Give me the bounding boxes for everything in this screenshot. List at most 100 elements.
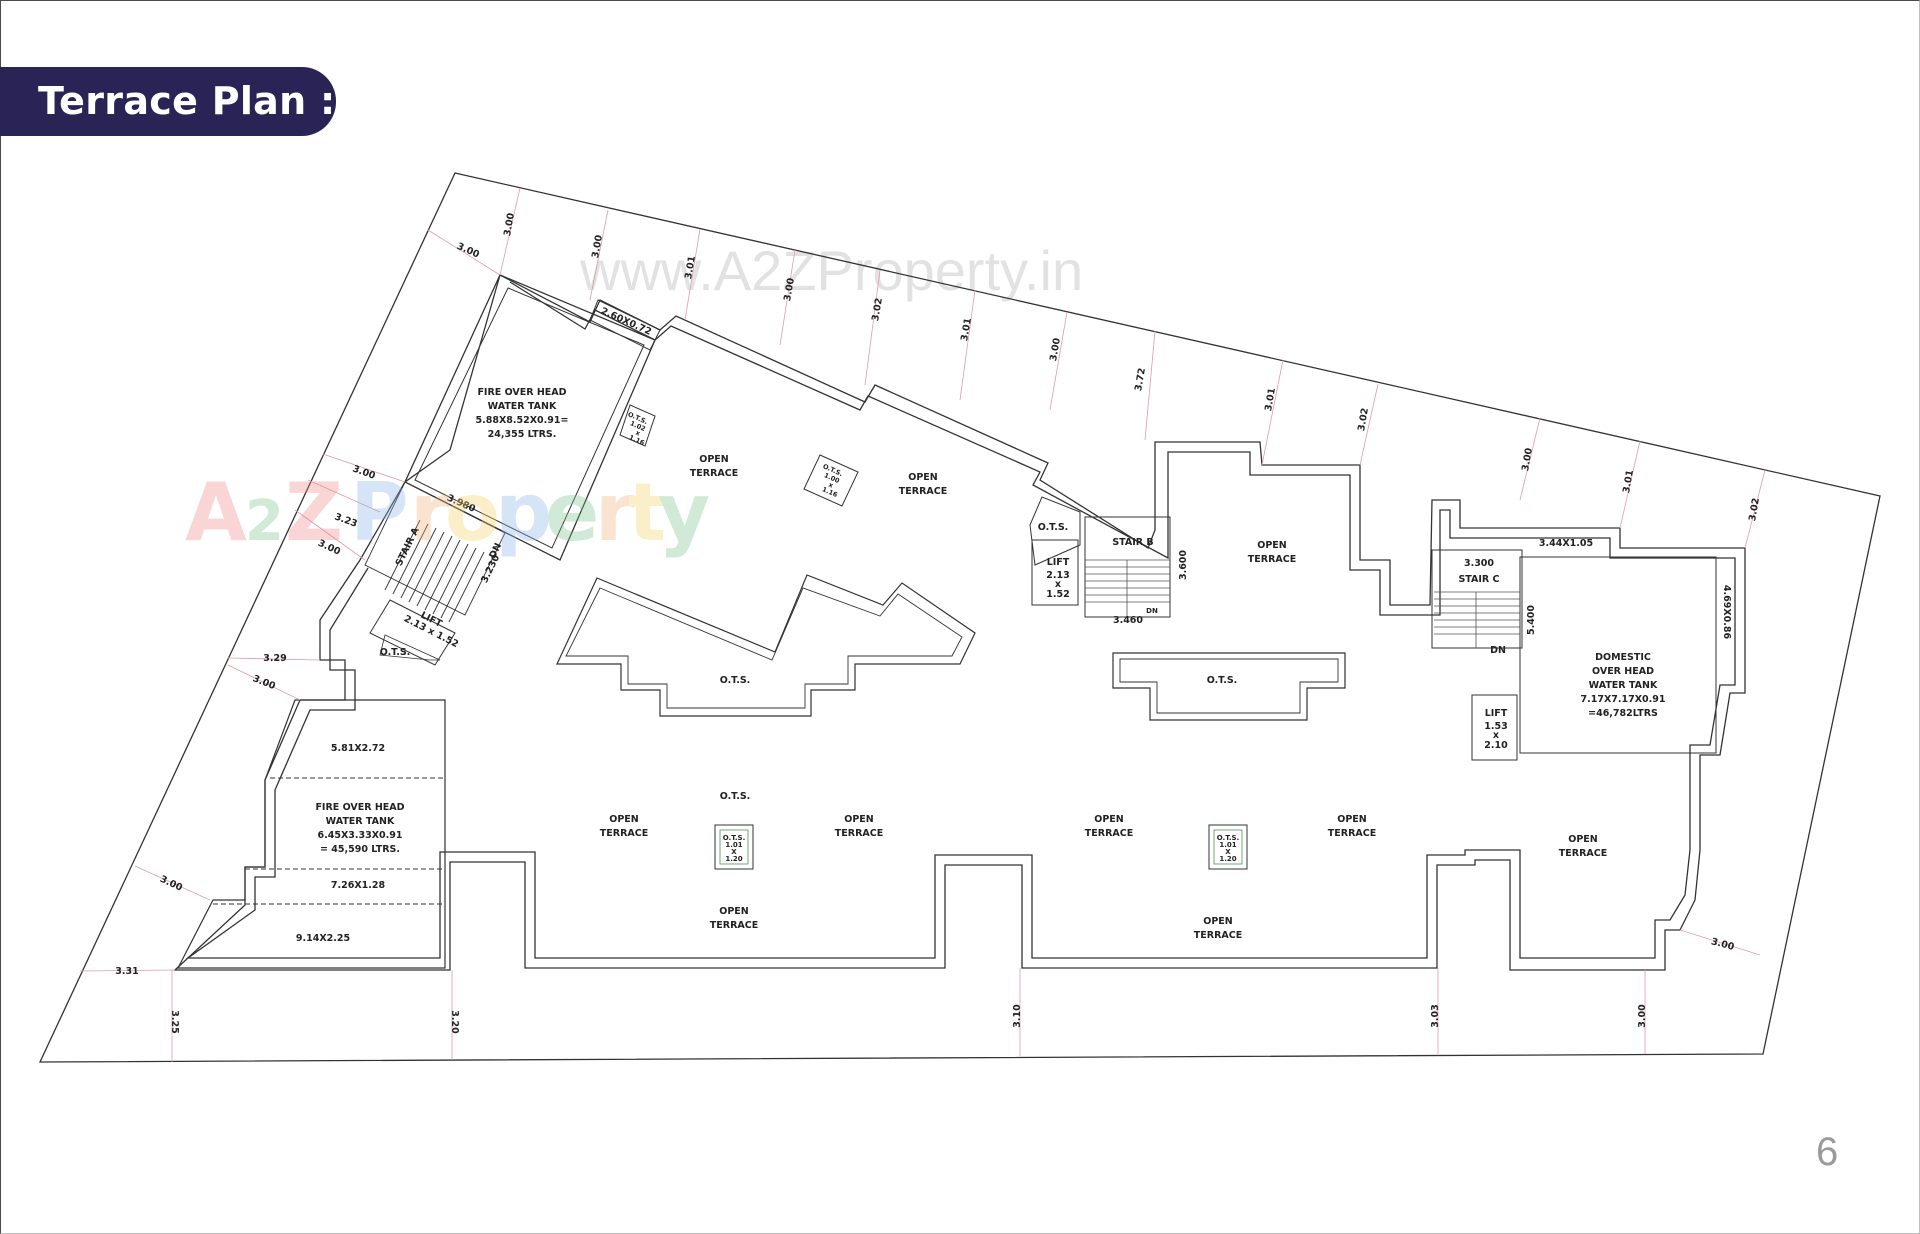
fire-tank-1-outline: [404, 274, 656, 561]
stair-b-dn: DN: [1146, 607, 1158, 615]
dim-top-3: 3.01: [683, 255, 698, 280]
room-260-label: 2.60X0.72: [599, 306, 653, 338]
wm-letter-6: p: [495, 466, 552, 559]
ots-jagged-inner: [565, 587, 963, 709]
room-469-label: 4.69X0.86: [1721, 585, 1732, 640]
room-726-label: 7.26X1.28: [331, 880, 386, 891]
open-terrace-4-l1: TERRACE: [600, 828, 648, 839]
dim-bottom-0: 3.25: [169, 1010, 180, 1033]
stair-b-width: 3.460: [1113, 615, 1143, 626]
wm-letter-2: Z: [285, 466, 343, 559]
lift-b-l2: 1.52: [1046, 589, 1069, 600]
ots-mid-inner: [1119, 658, 1339, 714]
fire-tank-2-outline: [177, 699, 446, 969]
dim-left-6: 3.31: [115, 966, 138, 977]
fire-tank-2-line-3: = 45,590 LTRS.: [320, 844, 400, 855]
open-terrace-6-l1: TERRACE: [1085, 828, 1133, 839]
open-terrace-4-l0: OPEN: [609, 814, 639, 825]
lift-b-box: [1031, 539, 1079, 606]
open-terrace-10-l0: OPEN: [1203, 916, 1233, 927]
room-914-label: 9.14X2.25: [296, 933, 350, 944]
dim-top-1: 3.00: [502, 212, 517, 237]
domestic-tank-line-3: 7.17X7.17X0.91: [1581, 694, 1666, 705]
stair-c-treads: [1434, 591, 1520, 648]
lift-b-l1: 2.13: [1046, 570, 1069, 581]
dim-top-2: 3.00: [590, 234, 605, 259]
ots-small-1-box: [619, 404, 656, 447]
stair-c-dn: DN: [1490, 645, 1506, 656]
dim-top-13: 3.02: [1747, 497, 1762, 522]
stair-a-treads: [364, 481, 506, 623]
ots-small-3-l2: X: [731, 848, 737, 856]
ots-small-4-l0: O.T.S.: [1217, 834, 1240, 842]
top-dimension-labels: 3.00 3.00 3.00 3.01 3.00 3.02 3.01 3.00 …: [455, 212, 1762, 522]
fire-tank-2-line-2: 6.45X3.33X0.91: [318, 830, 403, 841]
dimension-lines: [79, 187, 1766, 1062]
domestic-tank-line-1: OVER HEAD: [1592, 666, 1654, 677]
open-terrace-1-l0: OPEN: [699, 454, 729, 465]
watermark-logo: A 2 Z P r o p e r t y: [185, 466, 710, 559]
dim-top-7: 3.00: [1048, 337, 1063, 362]
ots-small-1: O.T.S. 1.02 x 1.16: [627, 410, 649, 447]
dim-top-6: 3.01: [959, 317, 974, 342]
open-terrace-2-l0: OPEN: [908, 472, 938, 483]
open-terrace-7-l0: OPEN: [1337, 814, 1367, 825]
dim-top-5: 3.02: [870, 297, 885, 322]
dim-top-10: 3.02: [1356, 407, 1371, 432]
ots-small-4-l1: 1.01: [1219, 841, 1236, 849]
ots-b-label: O.T.S.: [1038, 522, 1069, 533]
open-terrace-3-l0: OPEN: [1257, 540, 1287, 551]
open-terrace-7-l1: TERRACE: [1328, 828, 1376, 839]
domestic-tank-line-0: DOMESTIC: [1595, 652, 1651, 663]
lift-c-x: x: [1493, 730, 1499, 741]
dim-left-5: 3.00: [158, 874, 184, 894]
wm-letter-9: t: [628, 466, 666, 559]
fire-tank-1-inner: [414, 287, 645, 549]
stair-c-width: 3.300: [1464, 558, 1494, 569]
wm-letter-0: A: [185, 466, 247, 559]
stair-b-treads: [1085, 559, 1170, 617]
lift-b-label: LIFT: [1047, 557, 1070, 568]
open-terrace-9-l0: OPEN: [719, 906, 749, 917]
wm-letter-8: r: [595, 466, 635, 559]
stair-c-depth: 5.400: [1526, 605, 1537, 635]
ots-small-3: O.T.S. 1.01 X 1.20: [719, 829, 749, 865]
fire-tank-2-line-0: FIRE OVER HEAD: [315, 802, 404, 813]
ots-small-2-box: [803, 454, 859, 507]
ots-b-box: [1029, 496, 1081, 566]
ots-a-box: [379, 634, 441, 661]
ots-bottom-label: O.T.S.: [720, 791, 751, 802]
lift-c-label: LIFT: [1485, 708, 1508, 719]
dim-left-4: 3.00: [251, 673, 277, 692]
dim-top-8: 3.72: [1133, 367, 1148, 392]
dim-top-4: 3.00: [782, 277, 797, 302]
lift-c-box: [1471, 694, 1518, 761]
open-terrace-10-l1: TERRACE: [1194, 930, 1242, 941]
open-terrace-5-l1: TERRACE: [835, 828, 883, 839]
open-terrace-labels: OPEN TERRACE OPEN TERRACE OPEN TERRACE O…: [600, 454, 1607, 941]
fire-tank-2-line-1: WATER TANK: [326, 816, 395, 827]
title-banner: Terrace Plan :: [0, 67, 336, 136]
stair-b-label: STAIR B: [1112, 537, 1153, 548]
dim-bottom-3: 3.03: [1430, 1004, 1441, 1027]
stair-c-label: STAIR C: [1458, 574, 1499, 585]
room-344-label: 3.44X1.05: [1539, 538, 1593, 549]
wm-letter-3: P: [350, 466, 409, 559]
ots-small-3-box: [714, 824, 754, 870]
open-terrace-9-l1: TERRACE: [710, 920, 758, 931]
fire-tank-1-line-1: WATER TANK: [488, 401, 557, 412]
dim-top-11: 3.00: [1520, 447, 1535, 472]
ots-a-label: O.T.S.: [380, 647, 411, 658]
open-terrace-8-l1: TERRACE: [1559, 848, 1607, 859]
dim-bottom-2: 3.10: [1012, 1004, 1023, 1028]
open-terrace-8-l0: OPEN: [1568, 834, 1598, 845]
dim-top-9: 3.01: [1263, 387, 1278, 412]
ots-mid-outline: [1112, 652, 1346, 721]
dim-top-12: 3.01: [1621, 469, 1636, 494]
plot-boundary: [38, 172, 1881, 1063]
page-title: Terrace Plan :: [38, 79, 336, 123]
watermark-url: www.A2ZProperty.in: [579, 239, 1083, 302]
domestic-tank-line-4: =46,782LTRS: [1588, 708, 1658, 719]
bottom-dimension-labels: 3.25 3.20 3.10 3.03 3.00: [169, 1004, 1648, 1034]
